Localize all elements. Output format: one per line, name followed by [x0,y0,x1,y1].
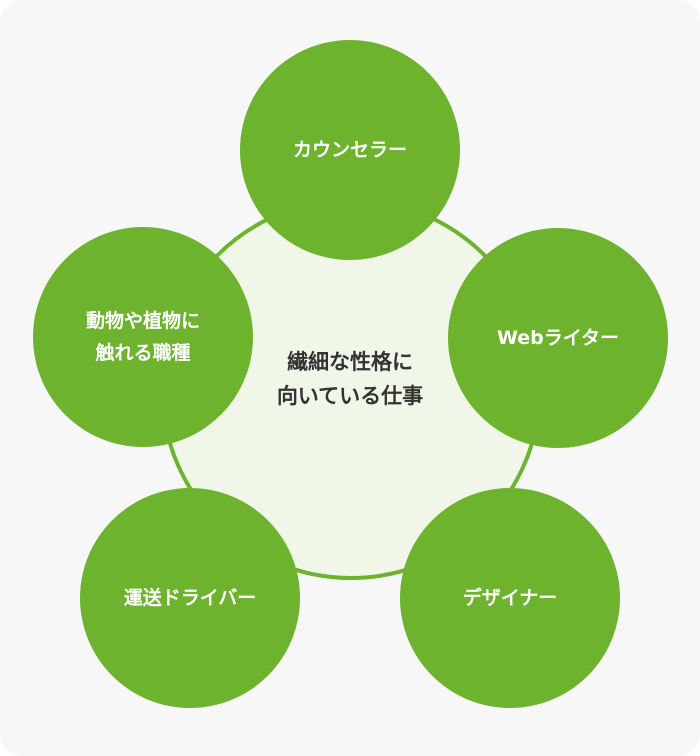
node-label: Webライター [496,327,619,349]
node-delivery-driver: 運送ドライバー [80,488,300,708]
center-label: 繊細な性格に 向いている仕事 [276,350,424,408]
node-label: カウンセラー [292,139,407,161]
node-animals-plants: 動物や植物に 触れる職種 [33,227,253,447]
node-designer: デザイナー [400,488,620,708]
node-label: デザイナー [462,587,558,609]
node-web-writer: Webライター [448,228,668,448]
node-label: 運送ドライバー [123,587,257,609]
node-counselor: カウンセラー [240,40,460,260]
node-label: 動物や植物に 触れる職種 [85,310,200,364]
